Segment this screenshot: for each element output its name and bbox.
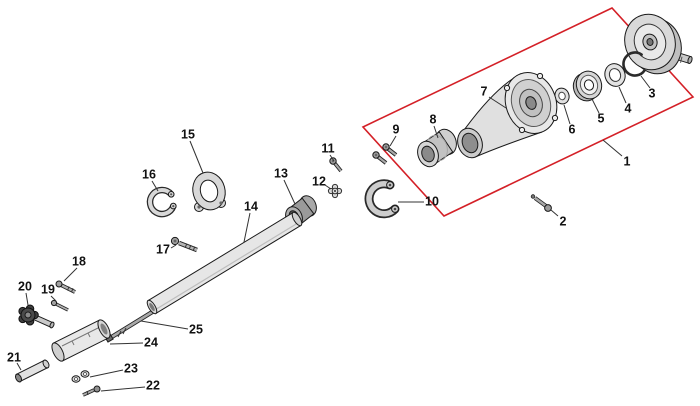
part-21-grip-tube <box>14 359 50 383</box>
leader-line-11 <box>329 154 335 162</box>
part-label-13: 13 <box>274 166 288 180</box>
part-label-19: 19 <box>41 282 55 296</box>
leader-line-25 <box>140 320 189 330</box>
part-label-2: 2 <box>560 214 567 228</box>
leader-line-4 <box>618 86 627 104</box>
part-label-18: 18 <box>72 254 86 268</box>
part-label-8: 8 <box>430 112 437 126</box>
leader-line-14 <box>243 212 251 243</box>
part-4-washer <box>604 63 626 87</box>
leader-line-12 <box>324 184 332 190</box>
part-11-screw <box>329 157 343 173</box>
part-17-bolt <box>170 236 198 253</box>
part-label-21: 21 <box>7 350 21 364</box>
part-8-collar <box>417 128 457 168</box>
leader-line-23 <box>89 369 124 378</box>
part-clutch-drum <box>624 13 693 75</box>
part-number-labels: 1 2 3 4 5 6 7 8 9 10 11 12 13 14 15 16 1… <box>7 84 655 392</box>
leader-lines <box>16 75 651 392</box>
part-3-snap-ring <box>622 51 646 77</box>
part-10-clamp <box>364 179 400 219</box>
part-label-24: 24 <box>144 335 158 349</box>
part-2-grease-fitting <box>530 194 552 212</box>
leader-line-6 <box>563 104 571 125</box>
part-16-clamp-ring <box>146 186 177 218</box>
part-label-5: 5 <box>598 111 605 125</box>
part-15-hanger-bracket <box>192 171 226 212</box>
part-label-4: 4 <box>625 101 632 115</box>
leader-line-3 <box>640 75 651 89</box>
leader-line-5 <box>591 98 600 114</box>
part-label-11: 11 <box>321 141 334 155</box>
highlight-box-part-1 <box>361 7 695 217</box>
part-label-23: 23 <box>124 361 138 375</box>
part-9-screws <box>372 143 398 165</box>
part-label-9: 9 <box>393 122 400 136</box>
leader-line-7 <box>488 96 507 109</box>
part-7-housing-cone <box>457 72 559 159</box>
part-label-6: 6 <box>569 122 576 136</box>
leader-line-2 <box>550 209 559 217</box>
part-label-10: 10 <box>425 194 439 208</box>
part-label-16: 16 <box>142 167 156 181</box>
part-6-washer <box>554 87 570 105</box>
part-24-clamp-housing <box>51 319 111 362</box>
part-23-washers <box>71 370 90 383</box>
part-label-12: 12 <box>312 174 326 188</box>
part-18-bolt <box>55 280 76 294</box>
leader-line-9 <box>389 135 397 147</box>
part-20-knob <box>18 304 55 329</box>
leader-line-18 <box>63 267 78 282</box>
part-19-bolt <box>50 299 69 312</box>
part-22-screw <box>82 385 101 397</box>
leader-line-24 <box>109 342 144 345</box>
part-label-22: 22 <box>146 378 160 392</box>
part-label-20: 20 <box>18 279 32 293</box>
leader-line-15 <box>189 140 204 174</box>
leader-line-22 <box>100 386 146 392</box>
part-label-3: 3 <box>649 86 656 100</box>
leader-line-1 <box>602 139 623 157</box>
part-5-bearing <box>572 70 603 102</box>
part-label-25: 25 <box>189 322 203 336</box>
part-label-15: 15 <box>181 127 195 141</box>
leader-line-20 <box>25 292 29 306</box>
leader-line-21 <box>16 362 22 371</box>
leader-line-19 <box>50 295 57 302</box>
part-label-17: 17 <box>156 242 170 256</box>
part-label-1: 1 <box>624 154 631 168</box>
leader-line-16 <box>151 180 159 192</box>
part-12-nut <box>327 183 343 199</box>
part-label-14: 14 <box>244 199 258 213</box>
leader-line-13 <box>283 179 296 205</box>
part-14-outer-tube <box>146 211 303 315</box>
leader-line-8 <box>433 125 439 139</box>
part-label-7: 7 <box>481 84 488 98</box>
leader-line-17 <box>170 244 177 249</box>
